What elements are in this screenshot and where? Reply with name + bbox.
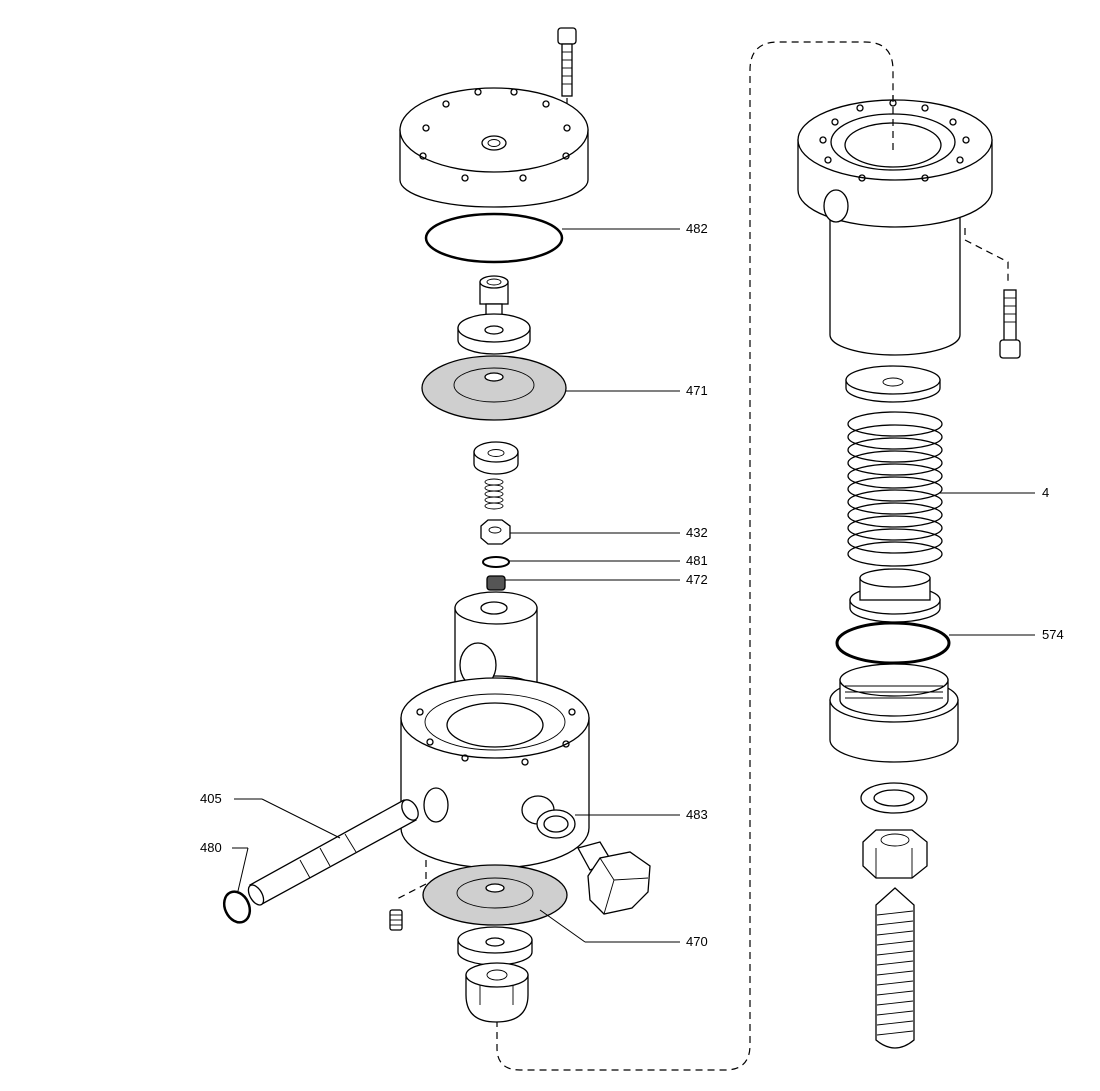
washer-lower	[457, 926, 533, 966]
plug-bolt	[577, 841, 651, 915]
spring-button-upper	[845, 365, 941, 403]
callout-472: 472	[686, 572, 708, 587]
callout-405: 405	[200, 791, 222, 806]
callout-483: 483	[686, 807, 708, 822]
lock-nut	[862, 829, 928, 879]
spring-button-lower	[849, 568, 941, 623]
o-ring-480	[222, 890, 252, 924]
bushing	[479, 275, 509, 319]
main-spring-4	[847, 411, 943, 567]
callout-480: 480	[200, 840, 222, 855]
adjusting-nut-body	[829, 663, 959, 763]
leader-470	[539, 909, 586, 943]
o-ring-482	[424, 212, 564, 264]
o-ring-574	[835, 621, 951, 665]
diaphragm-471	[421, 355, 567, 421]
callout-481: 481	[686, 553, 708, 568]
spring-small	[484, 478, 504, 510]
locator-dashed	[394, 860, 427, 901]
callout-4: 4	[1042, 485, 1049, 500]
leader-405b	[261, 798, 341, 839]
leader-480b	[237, 847, 249, 892]
port-fitting-483	[536, 809, 576, 839]
diaphragm-470	[422, 864, 568, 926]
callout-470: 470	[686, 934, 708, 949]
spring-housing	[797, 95, 993, 356]
callout-574: 574	[1042, 627, 1064, 642]
valve-seat	[473, 441, 519, 475]
washer-upper	[457, 313, 531, 355]
cap-screw-side	[999, 289, 1021, 359]
callout-471: 471	[686, 383, 708, 398]
o-ring-481	[482, 556, 510, 568]
seat-472	[486, 575, 506, 591]
main-body	[400, 677, 590, 869]
hex-nut-432	[480, 519, 511, 545]
cap-nut	[465, 962, 529, 1023]
set-screw	[389, 909, 403, 931]
screw-locator-dashed	[964, 228, 1009, 285]
callout-482: 482	[686, 221, 708, 236]
top-cover	[399, 87, 589, 208]
shaft-405	[247, 799, 419, 906]
assembly-path-dashed	[496, 41, 894, 1071]
adjusting-screw	[875, 887, 915, 1049]
flat-washer	[860, 782, 928, 814]
callout-432: 432	[686, 525, 708, 540]
